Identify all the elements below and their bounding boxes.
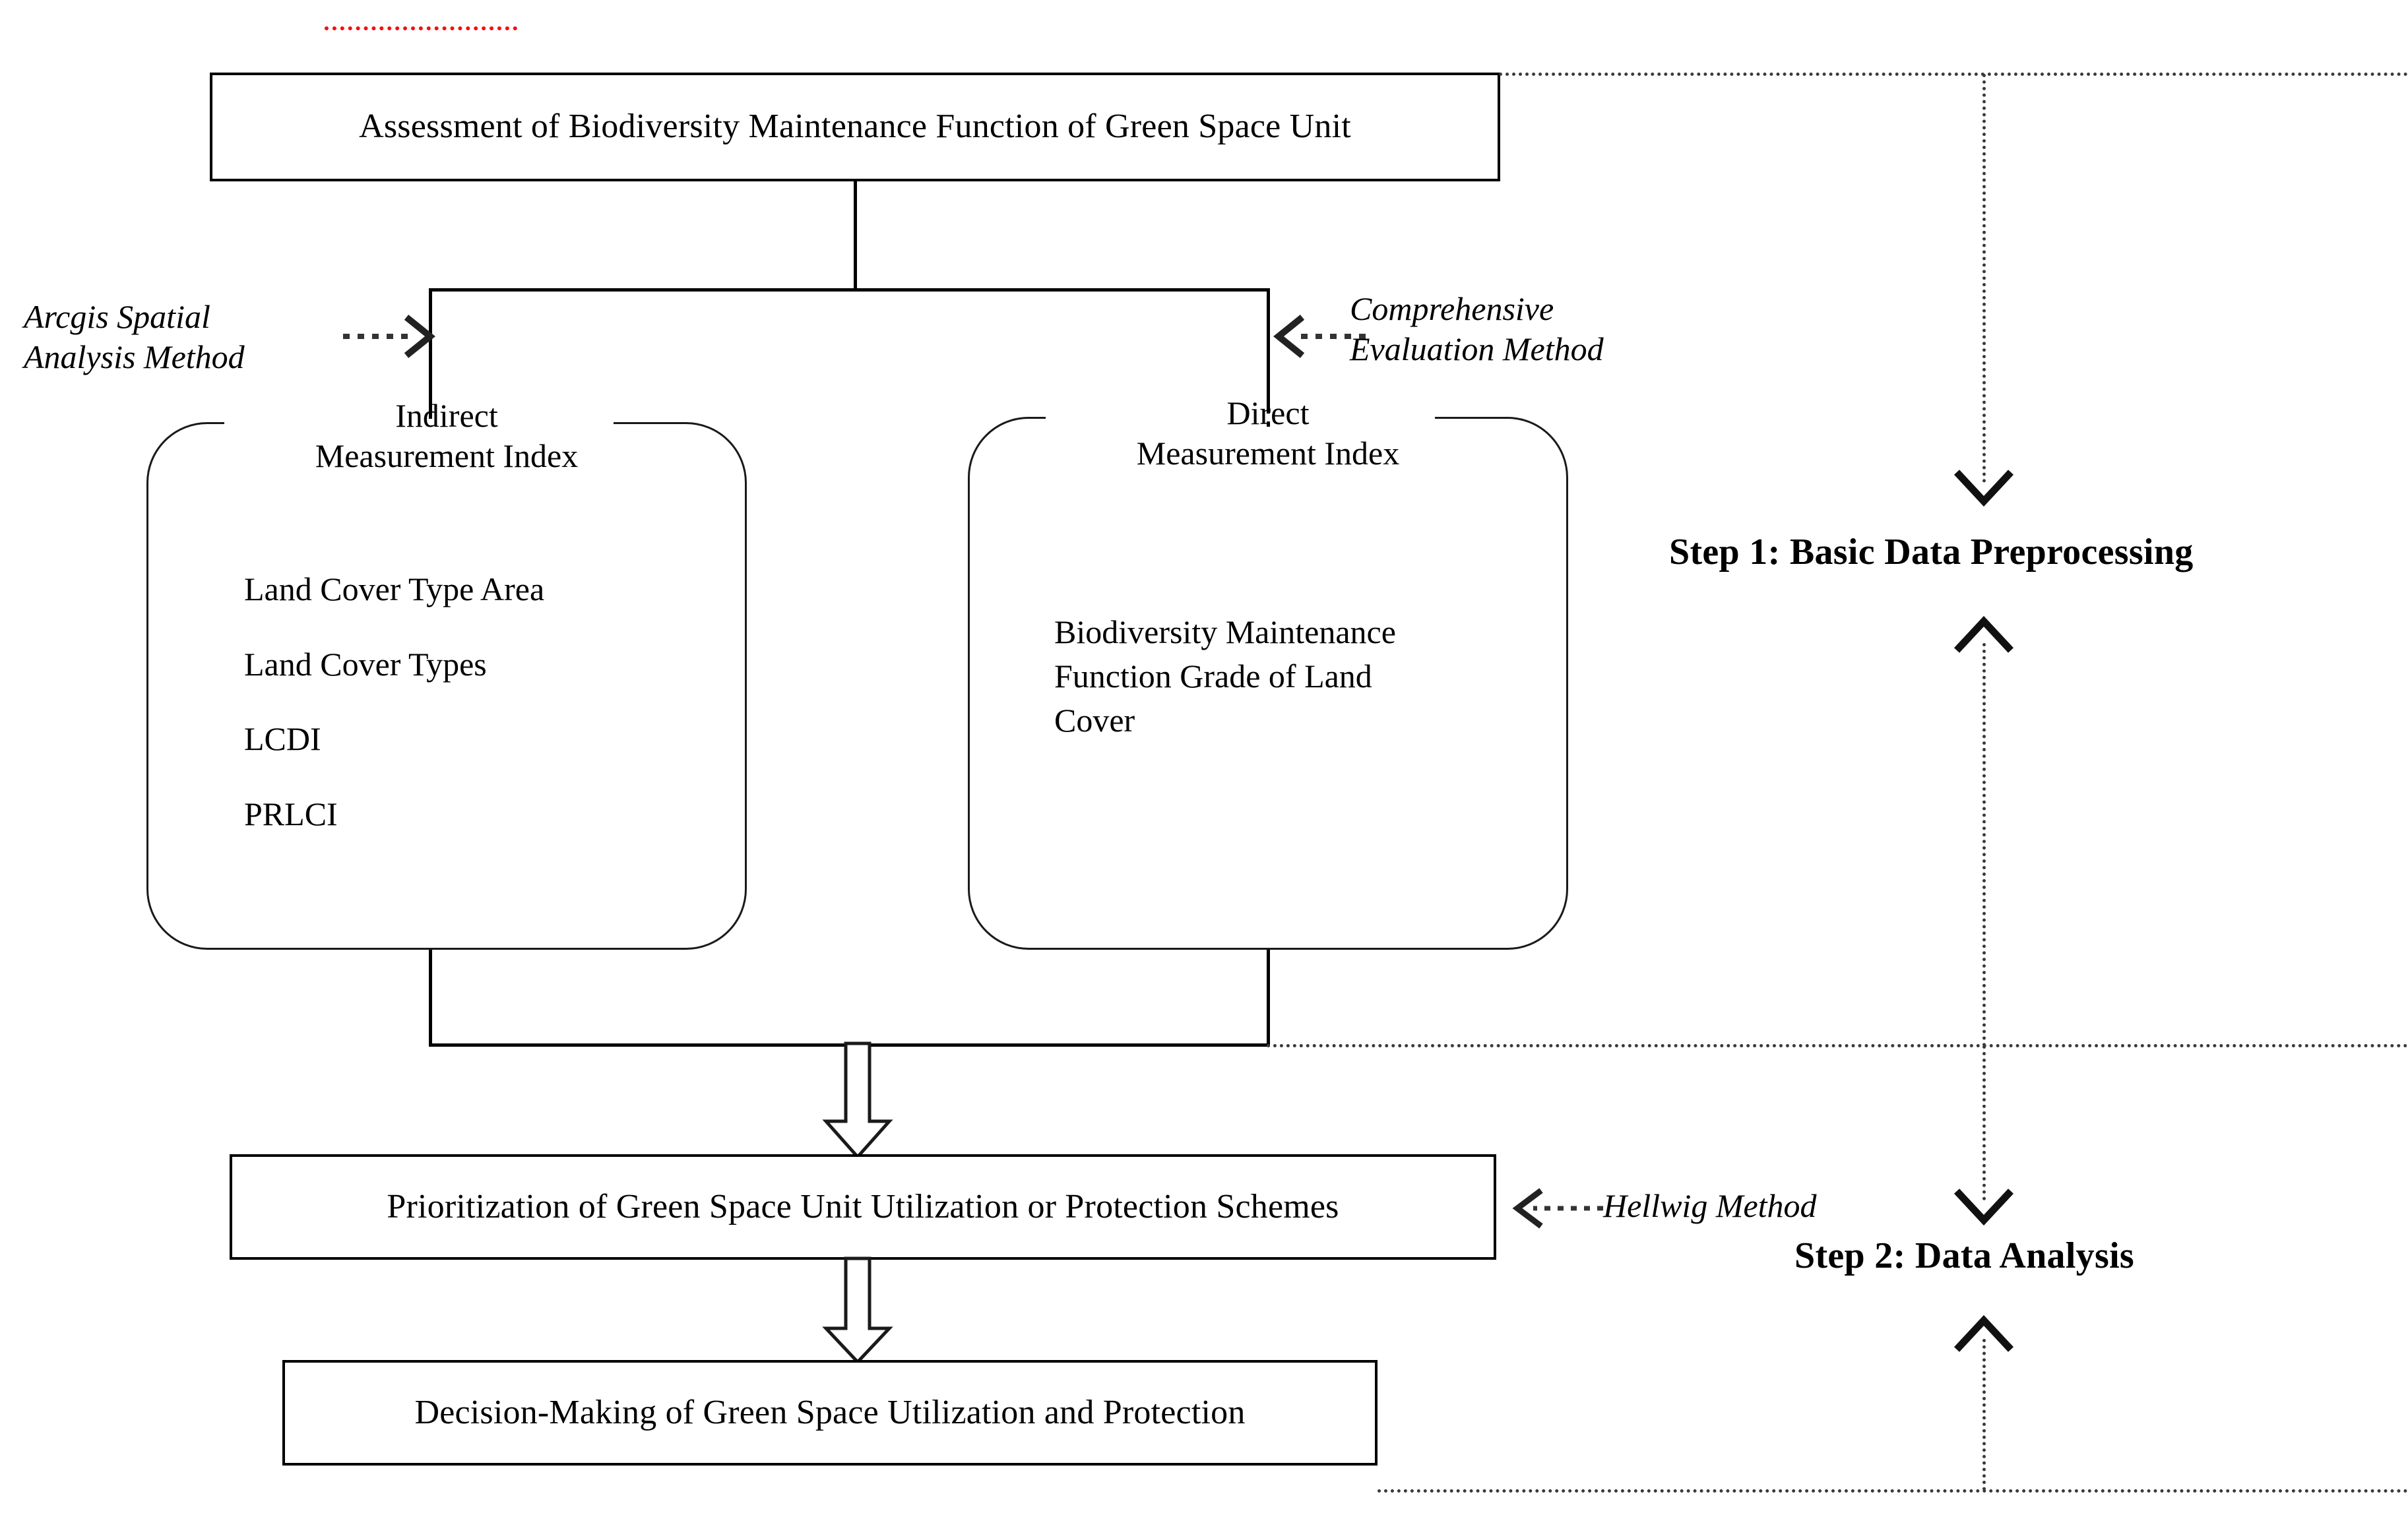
step1-up-arrow-icon [1948, 613, 2020, 660]
step-2-label: Step 2: Data Analysis [1794, 1235, 2135, 1276]
block-arrow-to-decision-icon [818, 1256, 897, 1365]
indirect-title-line1: Indirect [395, 397, 498, 434]
indirect-item: Land Cover Types [244, 645, 487, 683]
block-arrow-to-prioritization-icon [818, 1041, 897, 1159]
indirect-item: Land Cover Type Area [244, 571, 545, 607]
comprehensive-method-arrow-icon [1273, 313, 1366, 359]
step1-top-connector [1982, 74, 1986, 483]
direct-item: Function Grade of Land [1054, 658, 1372, 695]
step1-down-arrow-icon [1948, 462, 2020, 508]
direct-item: Biodiversity Maintenance [1054, 613, 1396, 650]
assessment-title-label: Assessment of Biodiversity Maintenance F… [359, 108, 1351, 146]
indirect-box-title-notch [224, 419, 614, 427]
arcgis-method-line2: Analysis Method [24, 338, 245, 375]
hellwig-method-arrow-icon [1511, 1187, 1603, 1229]
direct-measurement-title: Direct Measurement Index [968, 393, 1568, 474]
prioritization-label: Prioritization of Green Space Unit Utili… [387, 1187, 1339, 1225]
branch-bar-line [429, 288, 1269, 292]
branch-left-drop-line [429, 288, 432, 427]
red-dotted-marker [325, 26, 517, 30]
step-1-label: Step 1: Basic Data Preprocessing [1669, 532, 2194, 572]
arcgis-method-line1: Arcgis Spatial [24, 298, 210, 335]
direct-title-line2: Measurement Index [1136, 435, 1400, 472]
direct-measurement-items: Biodiversity Maintenance Function Grade … [1054, 610, 1582, 743]
assessment-title-box[interactable]: Assessment of Biodiversity Maintenance F… [210, 73, 1500, 181]
indirect-item: LCDI [244, 720, 321, 757]
step2-bottom-connector [1982, 1339, 1986, 1491]
direct-box-title-notch [1046, 414, 1435, 421]
comprehensive-method-line2: Evaluation Method [1350, 330, 1604, 367]
arcgis-method-label: Arcgis Spatial Analysis Method [24, 297, 245, 377]
branch-right-drop-line [1267, 288, 1270, 427]
indirect-title-line2: Measurement Index [315, 437, 579, 474]
comprehensive-method-label: Comprehensive Evaluation Method [1350, 289, 1604, 369]
decision-making-box[interactable]: Decision-Making of Green Space Utilizati… [282, 1360, 1378, 1466]
direct-box-exit-line [1267, 950, 1270, 1045]
step1-bottom-rail [1267, 1044, 2408, 1047]
prioritization-box[interactable]: Prioritization of Green Space Unit Utili… [230, 1154, 1496, 1260]
indirect-box-exit-line [429, 950, 432, 1045]
indirect-item: PRLCI [244, 795, 338, 832]
step2-bottom-rail [1378, 1489, 2408, 1493]
hellwig-method-label: Hellwig Method [1603, 1187, 1817, 1224]
step1-bottom-connector [1982, 643, 1986, 1047]
decision-making-label: Decision-Making of Green Space Utilizati… [414, 1393, 1246, 1431]
step2-top-connector [1982, 1045, 1986, 1200]
step1-top-rail [1499, 73, 2408, 76]
title-stem-line [854, 181, 857, 290]
direct-title-line1: Direct [1226, 394, 1310, 431]
step2-down-arrow-icon [1948, 1181, 2020, 1227]
arcgis-method-arrow-icon [343, 313, 435, 359]
direct-item: Cover [1054, 702, 1135, 739]
comprehensive-method-line1: Comprehensive [1350, 290, 1554, 327]
step2-up-arrow-icon [1948, 1313, 2020, 1359]
indirect-measurement-items: Land Cover Type Area Land Cover Types LC… [244, 564, 732, 840]
indirect-measurement-title: Indirect Measurement Index [146, 396, 747, 476]
